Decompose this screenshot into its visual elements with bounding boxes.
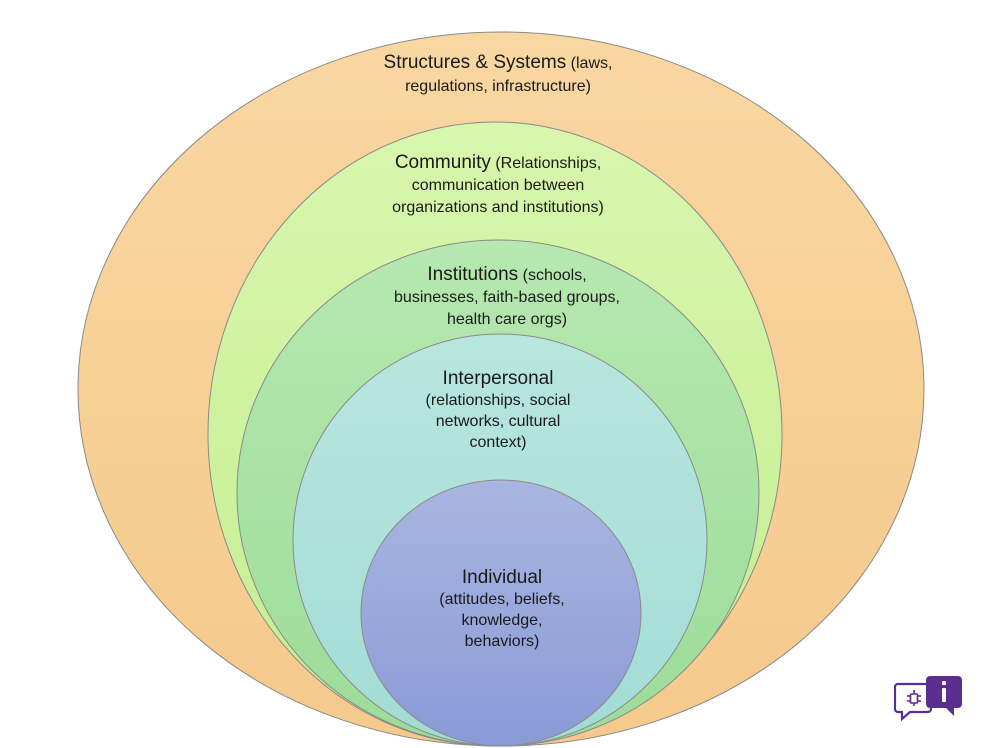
individual-desc-line: (attitudes, beliefs, [439,591,564,608]
community-inline-desc: (Relationships, [491,155,601,172]
individual-title: Individual [462,567,542,588]
individual-title-line: Individual [462,567,542,588]
individual-ring [360,479,642,747]
interpersonal-title-line: Interpersonal [443,368,554,389]
institutions-inline-desc: (schools, [518,267,586,284]
chat-bubbles-icon [894,676,962,722]
interpersonal-desc-line: context) [470,434,527,451]
institutions-desc-line: health care orgs) [447,311,567,328]
structures-systems-title-line: Structures & Systems (laws, [384,52,613,73]
community-desc-line: organizations and institutions) [392,199,604,216]
structures-systems-desc-line: regulations, infrastructure) [405,78,591,95]
individual-desc-line: knowledge, [462,612,543,629]
institutions-desc-line: businesses, faith-based groups, [394,289,620,306]
ring-labels-group: Structures & Systems (laws, regulations, … [384,52,620,650]
individual-desc-line: behaviors) [465,633,540,650]
community-desc-line: communication between [412,177,585,194]
interpersonal-title: Interpersonal [443,368,554,389]
interpersonal-desc-line: networks, cultural [436,413,561,430]
structures-systems-title: Structures & Systems [384,52,567,73]
institutions-title-line: Institutions (schools, [427,264,586,285]
community-title: Community [395,152,492,173]
interpersonal-desc-line: (relationships, social [426,392,571,409]
institutions-title: Institutions [427,264,518,285]
community-title-line: Community (Relationships, [395,152,601,173]
rings-group [77,31,925,747]
structures-systems-inline-desc: (laws, [566,55,612,72]
